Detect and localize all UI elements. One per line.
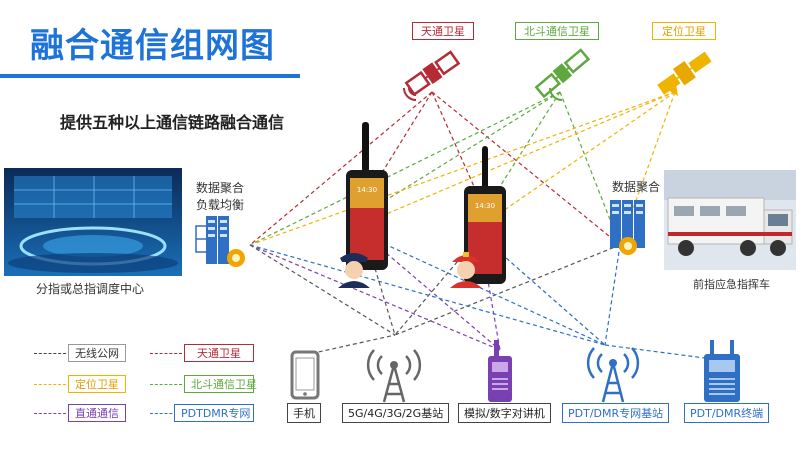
legend-direct-label: 直通通信 [68,404,126,422]
right-server-icon [610,200,645,255]
dispatch-center-image [4,168,182,276]
emergency-vehicle-label: 前指应急指挥车 [693,278,770,291]
device-pdt-station-label: PDT/DMR专网基站 [562,403,670,423]
legend-direct-line [34,413,66,414]
device-pdt-terminal-label: PDT/DMR终端 [684,403,770,423]
left-aggregator-label-1: 数据聚合 [196,181,245,195]
pdt-base-station-icon [586,347,640,403]
beidou-satellite-icon [534,48,591,101]
legend-pdt-label: PDTDMR专网 [174,404,254,422]
device-base-station-label: 5G/4G/3G/2G基站 [342,403,450,423]
legend-public-label: 无线公网 [68,344,126,362]
device-phone-label: 手机 [287,403,321,423]
legend-positioning-label: 定位卫星 [68,375,126,393]
mobile-phone-icon [290,350,320,400]
legend-pdt-line [150,413,182,414]
legend-tiantong-line [150,353,182,354]
pdt-links [249,234,721,361]
left-aggregator-label-2: 负载均衡 [196,198,245,212]
legend-beidou-line [150,384,182,385]
legend-tiantong-label: 天通卫星 [184,344,254,362]
left-server-icon [195,216,245,267]
legend-positioning-line [34,384,66,385]
title-underline [0,74,300,78]
cellular-tower-icon [366,349,422,403]
legend-public-line [34,353,66,354]
legend-beidou-label: 北斗通信卫星 [184,375,257,393]
beidou-satellite-tag: 北斗通信卫星 [515,22,599,40]
tiantong-satellite-icon [403,50,461,101]
positioning-satellite-icon [657,51,712,96]
pdt-terminal-icon [704,340,740,402]
firefighter-avatar-icon [450,252,482,288]
police-avatar-icon [338,253,370,288]
emergency-vehicle-image [664,170,796,270]
dispatch-center-label: 分指或总指调度中心 [36,282,145,296]
tiantong-satellite-tag: 天通卫星 [412,22,474,40]
page-subtitle: 提供五种以上通信链路融合通信 [60,113,285,132]
phone-2-time: 14:30 [475,202,495,210]
rugged-phone-police: 14:30 [346,122,388,270]
page-title: 融合通信组网图 [30,26,275,66]
right-aggregator-label: 数据聚合 [612,180,661,194]
phone-1-time: 14:30 [357,186,377,194]
positioning-satellite-tag: 定位卫星 [652,22,716,40]
walkie-talkie-icon [488,340,512,402]
device-radio-label: 模拟/数字对讲机 [458,403,551,423]
